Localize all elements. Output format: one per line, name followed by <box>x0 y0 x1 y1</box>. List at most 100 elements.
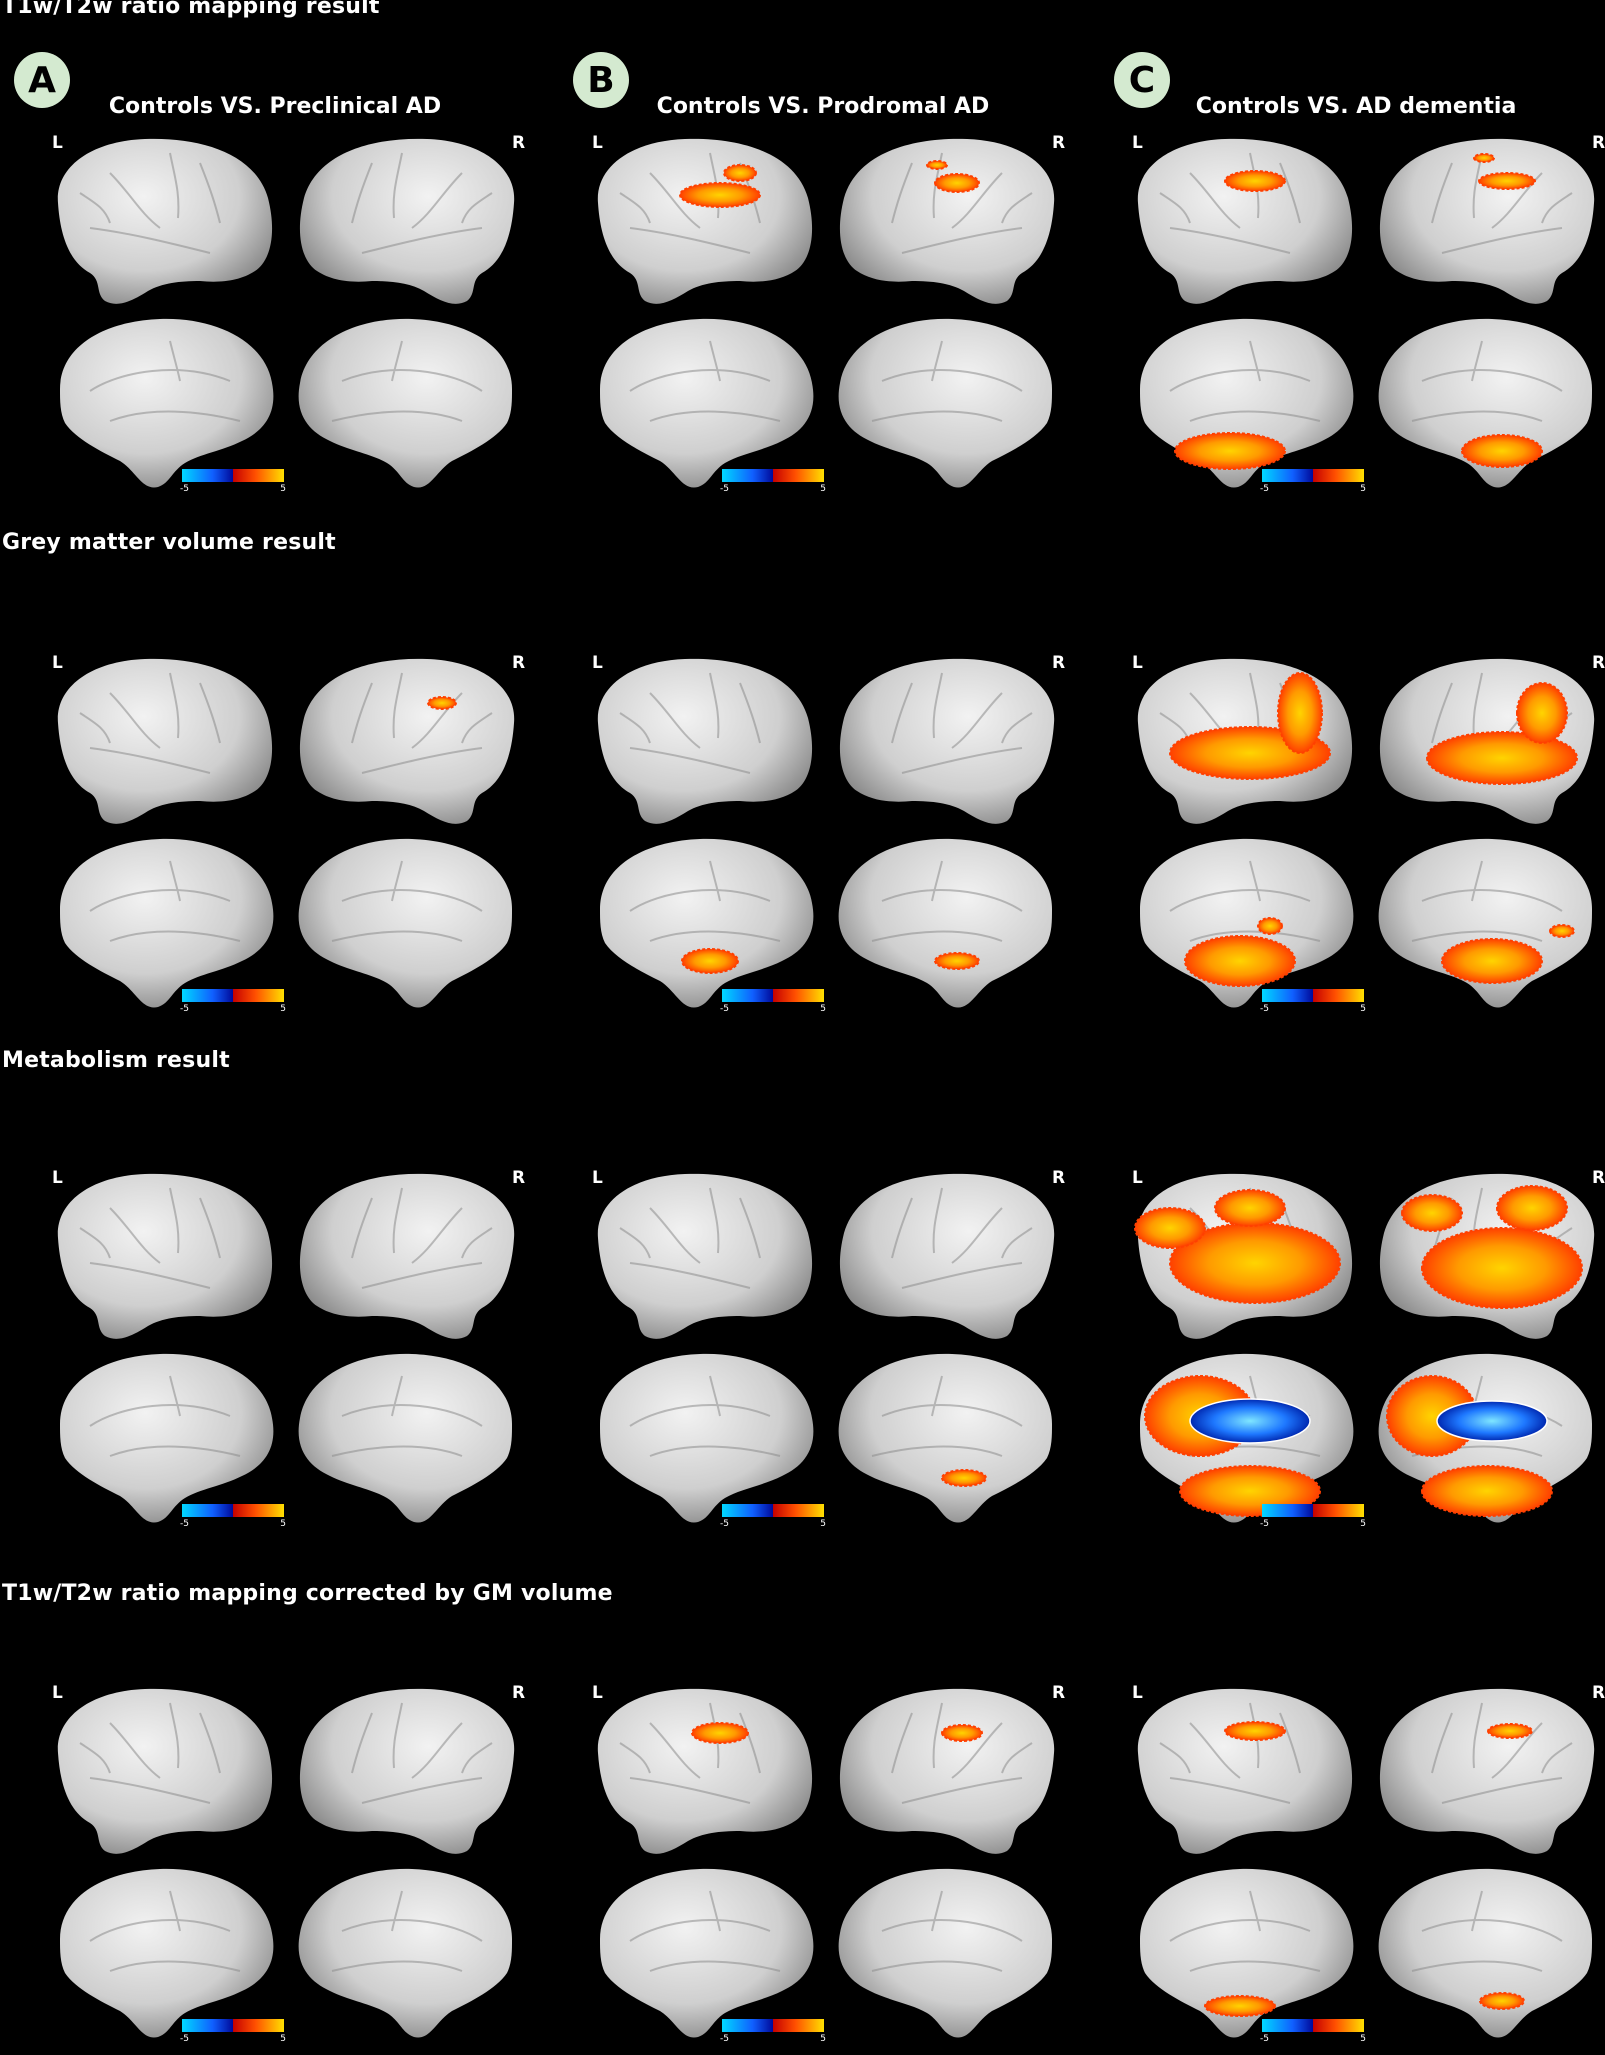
hemisphere-label-left: L <box>592 1168 603 1188</box>
colorbar-min-label: -5 <box>180 1004 189 1014</box>
brain-right-lateral <box>839 138 1055 304</box>
colorbar-max-label: 5 <box>280 1519 286 1529</box>
colorbar-max-label: 5 <box>820 484 826 494</box>
column-badge-b: B <box>573 52 629 108</box>
brain-left-lateral <box>597 658 813 824</box>
brain-left-lateral <box>597 1688 813 1854</box>
activation-blob <box>1441 938 1543 984</box>
brain-left-medial <box>60 318 274 488</box>
hemisphere-label-left: L <box>52 1683 63 1703</box>
colorbar: -5 5 <box>180 1504 286 1529</box>
hemisphere-label-right: R <box>1592 133 1605 153</box>
activation-blob <box>1401 1194 1463 1232</box>
activation-blob <box>1184 935 1296 987</box>
brain-right-lateral <box>299 138 515 304</box>
colorbar-min-label: -5 <box>180 2034 189 2044</box>
brain-right-lateral <box>839 1173 1055 1339</box>
colorbar-max-label: 5 <box>1360 1519 1366 1529</box>
deactivation-blob <box>1189 1398 1311 1444</box>
colorbar-max-label: 5 <box>1360 484 1366 494</box>
brain-left-lateral <box>57 658 273 824</box>
brain-render <box>597 658 1055 1008</box>
brain-left-lateral <box>1134 1173 1353 1339</box>
brain-left-lateral <box>57 1688 273 1854</box>
hemisphere-label-left: L <box>1132 653 1143 673</box>
brain-right-lateral <box>1379 658 1595 824</box>
activation-blob <box>1496 1185 1568 1231</box>
column-title-prodromal: Controls VS. Prodromal AD <box>656 94 990 119</box>
brain-left-medial <box>600 1353 814 1523</box>
brain-render <box>57 658 515 1008</box>
colorbar-gradient <box>182 2019 284 2032</box>
brain-right-lateral <box>299 1688 515 1854</box>
hemisphere-label-left: L <box>1132 1168 1143 1188</box>
activation-blob <box>1224 170 1286 192</box>
brain-right-medial <box>838 838 1052 1008</box>
activation-blob <box>1479 1992 1525 2010</box>
colorbar-gradient <box>722 989 824 1002</box>
column-title-preclinical: Controls VS. Preclinical AD <box>108 94 442 119</box>
hemisphere-label-left: L <box>52 133 63 153</box>
hemisphere-label-right: R <box>512 653 526 673</box>
brain-render <box>1137 138 1595 488</box>
brain-right-medial <box>1378 1353 1592 1523</box>
activation-blob <box>1487 1723 1533 1739</box>
brain-left-medial <box>60 1868 274 2038</box>
brain-render <box>597 1173 1055 1523</box>
brain-left-lateral <box>1137 1688 1353 1854</box>
colorbar-min-label: -5 <box>180 1519 189 1529</box>
activation-blob <box>427 696 457 710</box>
activation-blob <box>934 952 980 970</box>
hemisphere-label-right: R <box>1052 1683 1066 1703</box>
section-title-grey-matter: Grey matter volume result <box>2 530 336 555</box>
activation-blob <box>926 160 948 170</box>
activation-blob <box>1421 1227 1583 1309</box>
brain-left-lateral <box>1137 138 1353 304</box>
brain-left-medial <box>60 1353 274 1523</box>
activation-blob <box>1224 1721 1286 1741</box>
activation-blob <box>941 1724 983 1742</box>
brain-left-lateral <box>57 138 273 304</box>
colorbar-gradient <box>1262 2019 1364 2032</box>
brain-left-medial <box>1140 1353 1354 1523</box>
colorbar-gradient <box>1262 469 1364 482</box>
activation-blob <box>1461 434 1543 468</box>
brain-left-medial <box>600 838 814 1008</box>
activation-blob <box>1174 432 1286 470</box>
column-badge-c: C <box>1114 52 1170 108</box>
activation-blob <box>1204 1995 1276 2017</box>
colorbar-max-label: 5 <box>820 2034 826 2044</box>
brain-left-medial <box>1140 1868 1354 2038</box>
hemisphere-label-left: L <box>1132 133 1143 153</box>
colorbar-gradient <box>722 2019 824 2032</box>
activation-blob <box>1257 917 1283 935</box>
hemisphere-label-right: R <box>1052 133 1066 153</box>
brain-left-medial <box>600 318 814 488</box>
colorbar-min-label: -5 <box>720 1519 729 1529</box>
deactivation-blob <box>1436 1400 1548 1442</box>
colorbar-min-label: -5 <box>1260 1519 1269 1529</box>
hemisphere-label-right: R <box>512 1683 526 1703</box>
hemisphere-label-left: L <box>52 1168 63 1188</box>
section-title-metabolism: Metabolism result <box>2 1048 230 1073</box>
activation-blob <box>1169 1222 1341 1304</box>
colorbar-min-label: -5 <box>1260 484 1269 494</box>
brain-left-medial <box>1140 838 1354 1008</box>
brain-left-lateral <box>57 1173 273 1339</box>
colorbar-min-label: -5 <box>720 484 729 494</box>
activation-blob <box>1473 153 1495 163</box>
colorbar-gradient <box>722 469 824 482</box>
brain-render <box>1134 1173 1595 1523</box>
hemisphere-label-right: R <box>512 133 526 153</box>
brain-right-lateral <box>1379 138 1595 304</box>
hemisphere-label-right: R <box>1592 653 1605 673</box>
